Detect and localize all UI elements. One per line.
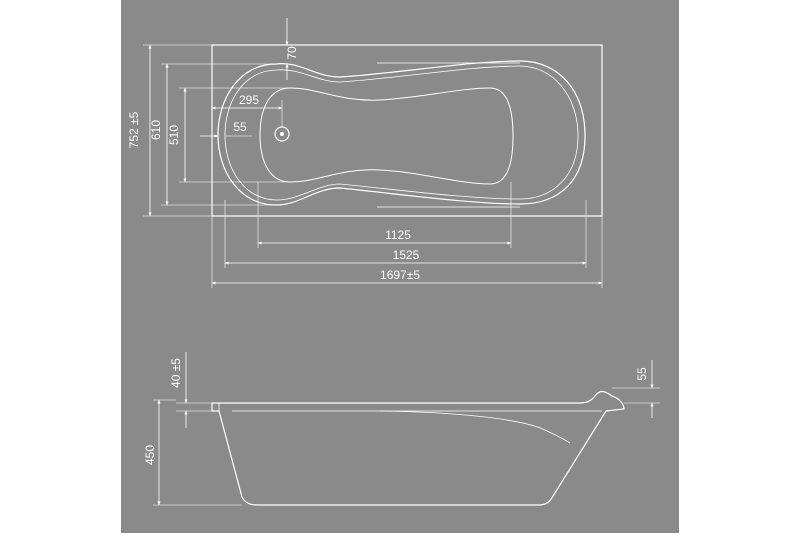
label-inner-width: 610 <box>149 120 163 140</box>
bathtub-technical-drawing: 752 ±5 610 510 70 295 55 1125 1525 1697±… <box>121 0 679 533</box>
label-drain-from-end: 295 <box>239 93 259 107</box>
label-headrest-height: 55 <box>635 367 649 381</box>
label-overall-length: 1697±5 <box>380 268 420 282</box>
backrest-curve <box>379 410 571 444</box>
side-view: 40 ±5 450 55 <box>143 352 660 506</box>
tub-outer-rim <box>211 44 603 217</box>
label-overall-width: 752 ±5 <box>127 111 141 148</box>
label-bottom-width: 510 <box>167 125 181 145</box>
label-bottom-length: 1125 <box>385 228 411 242</box>
tub-side-profile <box>211 390 625 506</box>
drain-center <box>280 132 284 136</box>
tub-bottom-outline <box>259 87 514 185</box>
label-rim-height: 40 ±5 <box>169 358 183 388</box>
panel-background <box>121 0 679 533</box>
top-view: 752 ±5 610 510 70 295 55 1125 1525 1697±… <box>127 18 603 288</box>
drawing-panel: 752 ±5 610 510 70 295 55 1125 1525 1697±… <box>121 0 679 533</box>
tub-inner-outline <box>217 60 586 206</box>
label-depth: 450 <box>143 445 157 465</box>
label-drain-from-rim: 55 <box>233 120 247 134</box>
label-inner-length: 1525 <box>393 248 420 262</box>
tub-inner-rim-line <box>224 65 579 201</box>
label-overflow-offset: 70 <box>285 46 299 60</box>
